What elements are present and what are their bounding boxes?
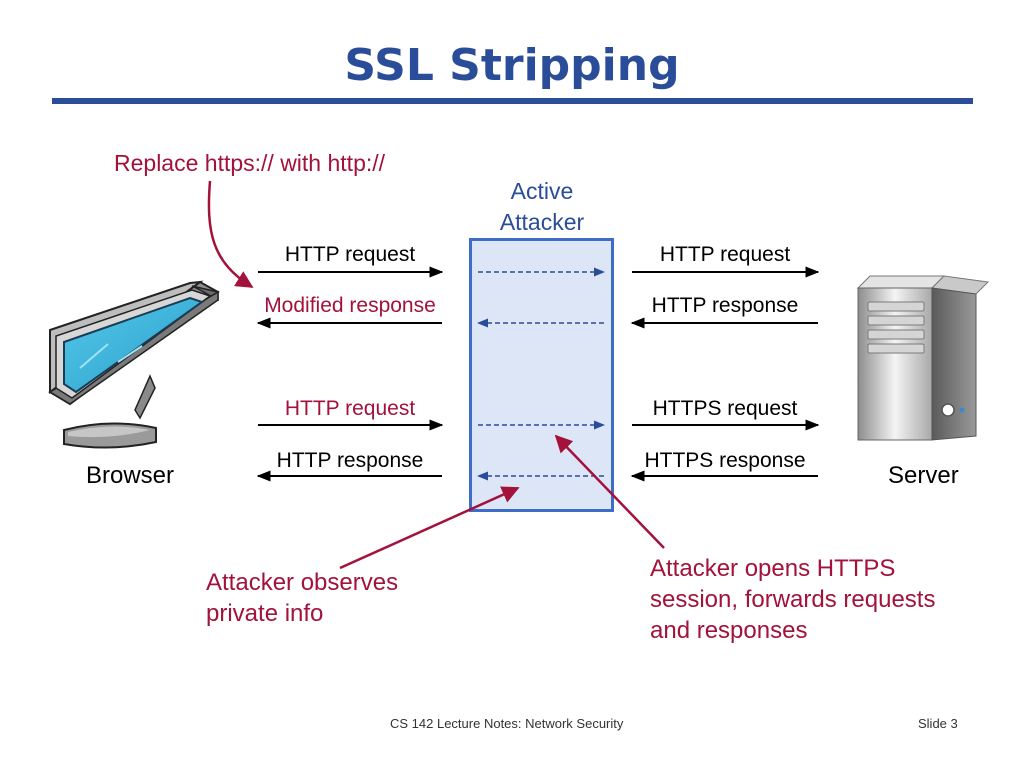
right-msg-2: HTTP response: [651, 294, 799, 317]
callout-opens-session: Attacker opens HTTPS session, forwards r…: [650, 555, 936, 644]
attacker-label: Active Attacker: [499, 178, 585, 235]
right-msg-1: HTTP request: [659, 243, 791, 266]
server-label: Server: [888, 462, 959, 489]
browser-label: Browser: [86, 462, 175, 489]
footer-slide-number: Slide 3: [918, 716, 958, 731]
left-msg-4: HTTP response: [276, 449, 424, 472]
left-msg-3: HTTP request: [284, 397, 416, 420]
footer-course: CS 142 Lecture Notes: Network Security: [390, 716, 624, 731]
callout-pointer-opens: [554, 434, 665, 549]
computer-monitor-icon: [48, 280, 220, 449]
callout-pointer-replace: [207, 180, 254, 289]
title-underline: [52, 98, 973, 104]
right-msg-4: HTTPS response: [644, 449, 806, 472]
slide-title: SSL Stripping: [344, 40, 680, 91]
callout-pointer-observes: [339, 486, 520, 570]
callout-replace: Replace https:// with http://: [114, 150, 386, 176]
callout-observes: Attacker observes private info: [206, 569, 399, 627]
right-msg-3: HTTPS request: [652, 397, 798, 420]
server-tower-icon: [856, 275, 990, 441]
attacker-box: [469, 238, 614, 512]
left-msg-1: HTTP request: [284, 243, 416, 266]
left-msg-2: Modified response: [264, 294, 436, 317]
